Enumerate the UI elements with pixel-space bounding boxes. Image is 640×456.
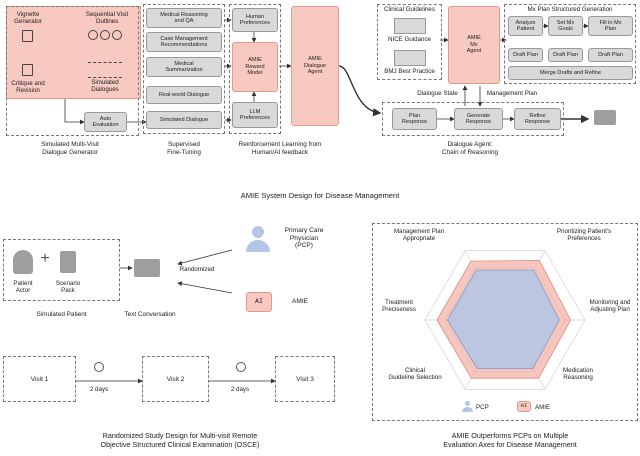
dialogue-agent-box: AMIE Dialogue Agent bbox=[291, 6, 339, 126]
amie-legend-label: AMIE bbox=[535, 404, 551, 411]
generator-caption: Simulated Multi-Visit Dialogue Generator bbox=[41, 141, 99, 156]
merge-drafts-box: Merge Drafts and Refine bbox=[508, 66, 633, 80]
structured-title: Mx Plan Structured Generation bbox=[527, 6, 613, 13]
randomized-label: Randomized bbox=[179, 266, 215, 273]
radar-axis-label: Medication Reasoning bbox=[563, 367, 593, 382]
bmj-label: BMJ Best Practice bbox=[384, 68, 435, 75]
auto-evaluation-box: Auto Evaluation bbox=[84, 112, 127, 132]
visit-2-box bbox=[142, 356, 209, 402]
text-conversation-label: Text Conversation bbox=[124, 311, 176, 318]
radar-frame bbox=[372, 223, 638, 421]
amie-label: AMIE bbox=[291, 298, 309, 305]
sft-caption: Supervised Fine-Tuning bbox=[167, 141, 201, 156]
sft-item: Medical Summarization bbox=[146, 57, 222, 77]
rl-dashed-frame bbox=[229, 4, 281, 134]
vignette-generator-label: Vignette Generator bbox=[14, 11, 42, 26]
draft-plan-box: Draft Plan bbox=[588, 48, 633, 62]
sft-item: Real-world Dialogue bbox=[146, 86, 222, 104]
sft-item: Case Management Recommendations bbox=[146, 32, 222, 52]
radar-axis-label: Management Plan Appropriate bbox=[393, 228, 445, 243]
critique-icon bbox=[22, 64, 33, 76]
plan-response-box: Plan Response bbox=[392, 108, 437, 130]
llm-preferences-box: LLM Preferences bbox=[232, 102, 278, 128]
radar-series-pcp bbox=[446, 269, 560, 369]
patient-actor-label: Patient Actor bbox=[13, 280, 33, 295]
generate-response-box: Generate Response bbox=[454, 108, 503, 130]
refine-response-box: Refine Response bbox=[514, 108, 561, 130]
radar-caption: AMIE Outperforms PCPs on Multiple Evalua… bbox=[443, 431, 577, 449]
management-plan-label: Management Plan bbox=[486, 90, 538, 97]
outline-people-icon bbox=[88, 30, 122, 40]
clock-icon bbox=[94, 362, 104, 372]
visit-3-box bbox=[275, 356, 335, 402]
simulated-patient-caption: Simulated Patient bbox=[36, 311, 87, 318]
generator-dashed-frame bbox=[6, 6, 139, 136]
vignette-icon bbox=[22, 30, 33, 42]
sft-item: Medical Reasoning and QA bbox=[146, 8, 222, 28]
scenario-pack-label: Scenario Pack bbox=[55, 280, 81, 295]
radar-axis-label: Treatment Preciseness bbox=[382, 299, 416, 314]
pcp-legend-label: PCP bbox=[476, 404, 489, 411]
analyze-patient-box: Analyze Patient bbox=[508, 16, 543, 36]
radar-series bbox=[436, 260, 572, 379]
dialogue-grid-icon bbox=[88, 62, 122, 78]
simulated-patient-frame bbox=[3, 239, 120, 301]
chat-bubble-icon bbox=[594, 110, 616, 125]
gap-label-2: 2 days bbox=[230, 386, 250, 393]
radar-axis-label: Monitoring and Adjusting Plan bbox=[589, 299, 631, 314]
clock-icon bbox=[236, 362, 246, 372]
system-design-title: AMIE System Design for Disease Managemen… bbox=[240, 191, 400, 200]
plus-sign: + bbox=[40, 250, 50, 267]
draft-plan-box: Draft Plan bbox=[548, 48, 583, 62]
visit-2-label: Visit 2 bbox=[166, 376, 185, 383]
nice-guidance-label: NICE Guidance bbox=[388, 36, 431, 43]
nice-doc-icon bbox=[394, 18, 426, 34]
ai-legend-badge: AI bbox=[517, 401, 531, 412]
chain-caption: Dialogue Agent: Chain of Reasoning bbox=[441, 141, 499, 156]
pcp-label: Primary Care Physician (PCP) bbox=[284, 227, 324, 250]
visit-3-label: Visit 3 bbox=[296, 376, 314, 383]
structured-dashed-frame bbox=[504, 4, 636, 84]
fill-plan-box: Fill in Mx Plan bbox=[588, 16, 633, 36]
study-design-caption: Randomized Study Design for Multi-visit … bbox=[100, 431, 260, 449]
chain-dashed-frame bbox=[382, 102, 564, 136]
pcp-legend-icon bbox=[462, 401, 473, 412]
visit-outlines-label: Sequential Visit Outlines bbox=[85, 11, 129, 26]
rl-caption: Reinforcement Learning from Human/AI fee… bbox=[238, 141, 322, 156]
critique-revision-label: Critique and Revision bbox=[11, 80, 45, 95]
human-preferences-box: Human Preferences bbox=[232, 8, 278, 32]
ai-badge: AI bbox=[246, 292, 272, 312]
set-goals-box: Set Mx Goals bbox=[548, 16, 583, 36]
gap-label-1: 2 days bbox=[89, 386, 109, 393]
radar-axis-label: Prioritizing Patient's Preferences bbox=[556, 228, 612, 243]
sft-dashed-frame bbox=[143, 4, 225, 134]
visit-1-label: Visit 1 bbox=[30, 376, 49, 383]
dialogue-state-label: Dialogue State bbox=[417, 90, 458, 97]
scenario-pack-icon bbox=[60, 251, 76, 273]
simulated-dialogues-label: Simulated Dialogues bbox=[91, 79, 119, 94]
pcp-avatar-icon bbox=[246, 226, 270, 252]
mx-agent-box: AMIE Mx Agent bbox=[448, 6, 500, 84]
sft-item: Simulated Dialogue bbox=[146, 111, 222, 129]
draft-plan-box: Draft Plan bbox=[508, 48, 543, 62]
bmj-doc-icon bbox=[394, 50, 426, 66]
conversation-icon bbox=[134, 259, 160, 277]
guidelines-dashed-frame bbox=[377, 4, 442, 80]
reward-model-box: AMIE Reward Model bbox=[232, 42, 278, 92]
guidelines-title: Clinical Guidelines bbox=[384, 6, 435, 13]
radar-axis-label: Clinical Guideline Selection bbox=[388, 367, 442, 382]
visit-1-box bbox=[3, 356, 76, 402]
patient-actor-icon bbox=[13, 250, 33, 274]
